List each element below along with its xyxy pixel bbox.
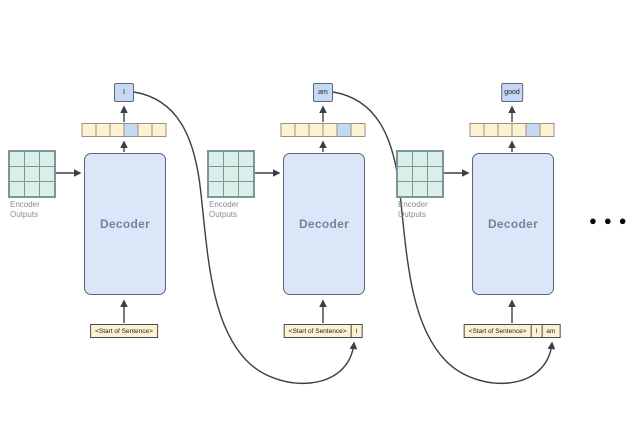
encoder-outputs-grid	[396, 150, 444, 198]
grid-cell	[207, 150, 224, 167]
decoder-step-3: good Decoder Encoder Outputs <Start of S…	[388, 0, 568, 435]
grid-cell	[411, 165, 429, 183]
encoder-outputs-grid	[8, 150, 56, 198]
grid-cell	[427, 165, 444, 183]
prob-cell	[308, 123, 324, 137]
grid-cell	[8, 165, 25, 183]
prob-cell	[336, 123, 352, 137]
grid-cell	[23, 150, 41, 167]
grid-cell	[411, 181, 429, 198]
input-token-cell: I	[350, 324, 363, 338]
grid-cell	[23, 181, 41, 198]
decoder-step-1: I Decoder Encoder Outputs <Start of Sent…	[0, 0, 180, 435]
prob-cell	[350, 123, 366, 137]
prob-cell	[95, 123, 111, 137]
encoder-outputs-label: Encoder Outputs	[209, 200, 239, 220]
decoder-input-row: <Start of Sentence>I	[283, 324, 363, 338]
probability-row	[469, 123, 555, 137]
prob-cell	[294, 123, 310, 137]
grid-cell	[238, 181, 255, 198]
decoder-box: Decoder	[472, 153, 554, 295]
prob-cell	[137, 123, 153, 137]
grid-cell	[411, 150, 429, 167]
encoder-outputs-label: Encoder Outputs	[398, 200, 428, 220]
grid-cell	[39, 181, 56, 198]
grid-cell	[8, 181, 25, 198]
prob-cell	[539, 123, 555, 137]
grid-cell	[222, 165, 240, 183]
continuation-ellipsis: ●●●	[589, 213, 634, 228]
grid-cell	[39, 150, 56, 167]
input-token-cell: am	[541, 324, 561, 338]
encoder-outputs-grid	[207, 150, 255, 198]
prob-cell	[123, 123, 139, 137]
decoder-input-row: <Start of Sentence>	[90, 324, 158, 338]
input-token-cell: <Start of Sentence>	[283, 324, 352, 338]
prob-cell	[280, 123, 296, 137]
grid-cell	[222, 181, 240, 198]
output-token-box: am	[313, 83, 333, 102]
decoder-step-2: am Decoder Encoder Outputs <Start of Sen…	[199, 0, 379, 435]
probability-row	[280, 123, 366, 137]
grid-cell	[23, 165, 41, 183]
output-token-box: good	[501, 83, 523, 102]
prob-cell	[151, 123, 167, 137]
grid-cell	[207, 181, 224, 198]
encoder-outputs-label: Encoder Outputs	[10, 200, 40, 220]
prob-cell	[322, 123, 338, 137]
grid-cell	[238, 150, 255, 167]
probability-row	[81, 123, 167, 137]
decoder-box: Decoder	[84, 153, 166, 295]
prob-cell	[525, 123, 541, 137]
grid-cell	[238, 165, 255, 183]
grid-cell	[396, 165, 413, 183]
input-token-cell: <Start of Sentence>	[90, 324, 158, 338]
grid-cell	[427, 181, 444, 198]
grid-cell	[8, 150, 25, 167]
grid-cell	[39, 165, 56, 183]
output-token-box: I	[114, 83, 134, 102]
prob-cell	[81, 123, 97, 137]
prob-cell	[483, 123, 499, 137]
grid-cell	[396, 181, 413, 198]
grid-cell	[222, 150, 240, 167]
grid-cell	[207, 165, 224, 183]
prob-cell	[469, 123, 485, 137]
prob-cell	[497, 123, 513, 137]
grid-cell	[396, 150, 413, 167]
input-token-cell: <Start of Sentence>	[463, 324, 532, 338]
decoder-box: Decoder	[283, 153, 365, 295]
prob-cell	[109, 123, 125, 137]
prob-cell	[511, 123, 527, 137]
grid-cell	[427, 150, 444, 167]
